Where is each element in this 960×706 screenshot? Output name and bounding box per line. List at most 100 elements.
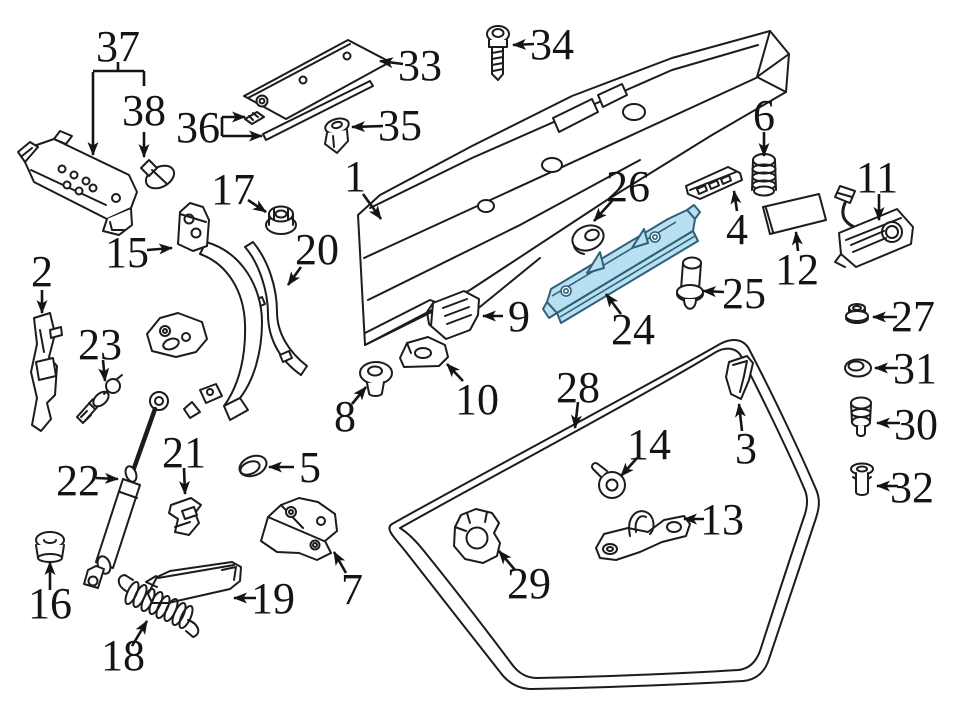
callout-label-12[interactable]: 12 [775,245,819,294]
callout-label-7[interactable]: 7 [341,565,363,614]
callout-label-26[interactable]: 26 [606,162,650,211]
callout-35[interactable]: 35 [351,101,422,150]
callout-label-20[interactable]: 20 [295,225,339,274]
leader-arrow [146,243,173,255]
callout-label-24[interactable]: 24 [611,305,655,354]
part-16-grommet [35,531,65,563]
leader-arrow [620,457,638,477]
part-28-seal [388,339,820,690]
part-13-striker [595,510,691,561]
callout-18[interactable]: 18 [101,620,149,680]
leader-arrow [286,266,303,286]
callout-30[interactable]: 30 [876,400,938,449]
part-24-mount-rail-highlighted[interactable] [542,204,701,324]
callout-31[interactable]: 31 [874,344,937,393]
callout-25[interactable]: 25 [702,269,766,318]
part-29-clamp [453,508,501,564]
callout-22[interactable]: 22 [56,456,119,505]
callout-1[interactable]: 1 [344,152,383,220]
callout-label-29[interactable]: 29 [507,559,551,608]
callout-24[interactable]: 24 [604,293,655,354]
callout-label-32[interactable]: 32 [890,463,934,512]
leader-arrow [593,200,613,222]
callout-8[interactable]: 8 [334,386,368,441]
callout-37[interactable]: 37 [87,22,146,156]
part-11-camera-unit [834,185,914,268]
part-35-clip [324,117,350,154]
callout-32[interactable]: 32 [876,463,934,512]
part-25-bolt [676,256,704,310]
callout-28[interactable]: 28 [556,363,600,429]
leader-arrow [98,359,110,382]
callout-label-22[interactable]: 22 [56,456,100,505]
callout-label-5[interactable]: 5 [299,443,321,492]
callout-36[interactable]: 36 [176,103,263,152]
callout-label-33[interactable]: 33 [398,41,442,90]
callout-27[interactable]: 27 [872,292,935,341]
callout-label-37[interactable]: 37 [96,22,140,71]
callout-2[interactable]: 2 [31,247,53,314]
callout-13[interactable]: 13 [683,495,744,544]
callout-9[interactable]: 9 [482,292,530,341]
callout-label-38[interactable]: 38 [122,86,166,135]
callout-label-6[interactable]: 6 [753,91,775,140]
callout-3[interactable]: 3 [734,403,757,473]
callout-12[interactable]: 12 [775,231,819,294]
callout-23[interactable]: 23 [78,320,122,382]
callout-label-27[interactable]: 27 [891,292,935,341]
callout-26[interactable]: 26 [593,162,650,222]
callout-38[interactable]: 38 [122,86,166,158]
callout-21[interactable]: 21 [162,428,206,495]
part-6-buffer [751,153,777,197]
callout-label-25[interactable]: 25 [722,269,766,318]
callout-label-1[interactable]: 1 [344,152,366,201]
callout-33[interactable]: 33 [379,41,442,90]
part-1-trunk-lid [357,30,790,346]
callout-label-28[interactable]: 28 [556,363,600,412]
callout-5[interactable]: 5 [268,443,321,492]
callout-label-23[interactable]: 23 [78,320,122,369]
part-19-sleeve [145,561,242,604]
callout-label-4[interactable]: 4 [726,205,748,254]
callout-label-36[interactable]: 36 [176,103,220,152]
callout-17[interactable]: 17 [211,165,267,214]
callout-15[interactable]: 15 [105,228,173,277]
leader-arrow [247,198,267,214]
part-21-clip-bracket [168,497,202,536]
callout-label-16[interactable]: 16 [28,579,72,628]
callout-label-11[interactable]: 11 [856,153,898,202]
callout-label-17[interactable]: 17 [211,165,255,214]
leader-arrow [512,38,535,50]
callout-label-13[interactable]: 13 [700,495,744,544]
callout-label-30[interactable]: 30 [894,400,938,449]
callout-29[interactable]: 29 [498,550,551,608]
part-34-screw [486,25,510,81]
callout-20[interactable]: 20 [286,225,339,286]
callout-label-14[interactable]: 14 [627,420,671,469]
callout-label-8[interactable]: 8 [334,392,356,441]
callout-19[interactable]: 19 [233,574,295,623]
callout-4[interactable]: 4 [726,190,748,254]
callout-label-9[interactable]: 9 [508,292,530,341]
callout-34[interactable]: 34 [512,20,574,69]
part-32-rivet [850,462,874,496]
callout-label-35[interactable]: 35 [378,101,422,150]
callout-10[interactable]: 10 [446,363,499,424]
callout-label-34[interactable]: 34 [530,20,574,69]
leader-arrow [571,401,582,429]
callout-6[interactable]: 6 [753,91,775,157]
callout-label-21[interactable]: 21 [162,428,206,477]
callout-label-15[interactable]: 15 [105,228,149,277]
callout-label-2[interactable]: 2 [31,247,53,296]
callout-11[interactable]: 11 [856,153,898,221]
part-38-bulb [140,159,176,190]
callout-label-18[interactable]: 18 [101,631,145,680]
callout-label-10[interactable]: 10 [455,375,499,424]
callout-label-3[interactable]: 3 [735,424,757,473]
callout-16[interactable]: 16 [28,561,72,628]
callout-label-19[interactable]: 19 [251,574,295,623]
callout-7[interactable]: 7 [332,551,363,614]
callout-14[interactable]: 14 [620,420,671,477]
callout-label-31[interactable]: 31 [893,344,937,393]
part-17-nut [265,205,297,235]
